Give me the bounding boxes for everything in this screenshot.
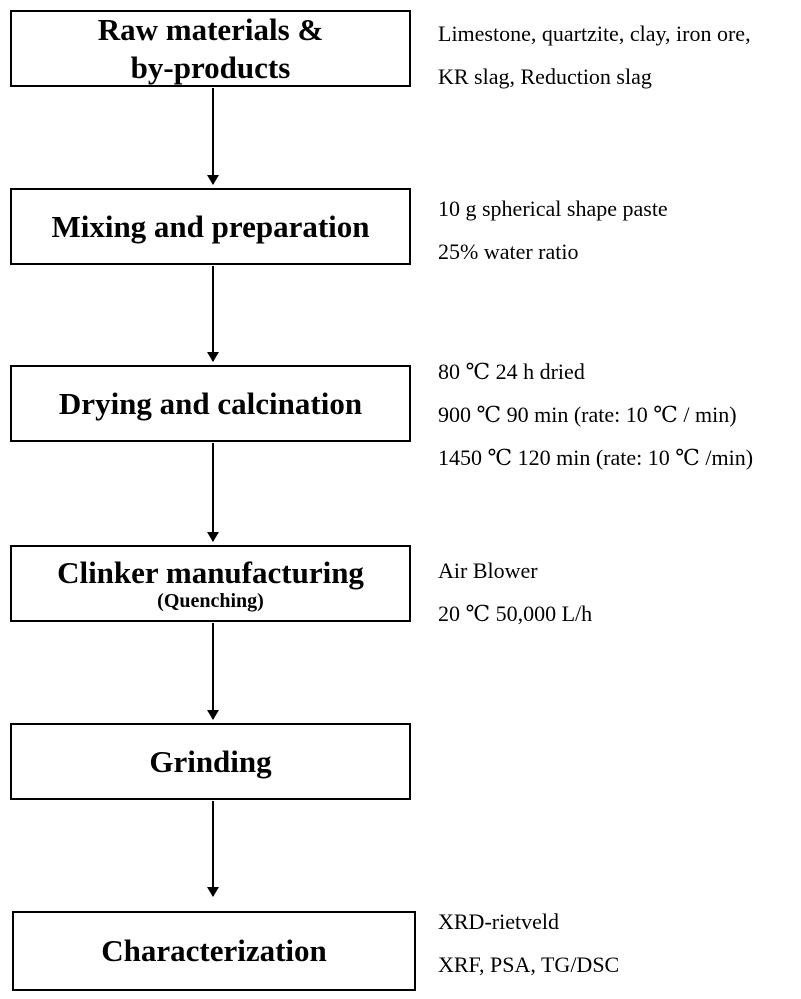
note-line: Limestone, quartzite, clay, iron ore, bbox=[438, 21, 751, 46]
step-notes-raw-materials: Limestone, quartzite, clay, iron ore, KR… bbox=[438, 12, 751, 98]
step-box-mixing: Mixing and preparation bbox=[10, 188, 411, 265]
step-subtitle: (Quenching) bbox=[157, 589, 264, 612]
note-line: XRD-rietveld bbox=[438, 909, 559, 934]
note-line: 1450 ℃ 120 min (rate: 10 ℃ /min) bbox=[438, 445, 754, 470]
step-title: Drying and calcination bbox=[58, 385, 363, 421]
step-title: Characterization bbox=[101, 933, 327, 968]
note-line: 20 ℃ 50,000 L/h bbox=[438, 601, 593, 626]
step-title: Clinker manufacturing bbox=[57, 554, 364, 590]
step-title: Mixing and preparation bbox=[51, 208, 370, 244]
note-line: 10 g spherical shape paste bbox=[438, 196, 668, 221]
note-line: Air Blower bbox=[438, 558, 538, 583]
note-line: 80 ℃ 24 h dried bbox=[438, 359, 585, 384]
step-box-grinding: Grinding bbox=[10, 723, 411, 800]
step-notes-characterization: XRD-rietveld XRF, PSA, TG/DSC bbox=[438, 900, 619, 986]
note-line: KR slag, Reduction slag bbox=[438, 64, 652, 89]
step-notes-mixing: 10 g spherical shape paste 25% water rat… bbox=[438, 187, 668, 273]
step-title: Grinding bbox=[149, 743, 272, 779]
note-line: 25% water ratio bbox=[438, 239, 579, 264]
step-box-raw-materials: Raw materials & by-products bbox=[10, 10, 411, 87]
step-title: Raw materials & by-products bbox=[97, 11, 324, 85]
step-notes-drying: 80 ℃ 24 h dried 900 ℃ 90 min (rate: 10 ℃… bbox=[438, 350, 753, 479]
step-box-clinker: Clinker manufacturing (Quenching) bbox=[10, 545, 411, 622]
note-line: 900 ℃ 90 min (rate: 10 ℃ / min) bbox=[438, 402, 737, 427]
step-box-drying: Drying and calcination bbox=[10, 365, 411, 442]
step-box-characterization: Characterization bbox=[12, 911, 416, 991]
step-notes-clinker: Air Blower 20 ℃ 50,000 L/h bbox=[438, 549, 592, 635]
note-line: XRF, PSA, TG/DSC bbox=[438, 952, 620, 977]
